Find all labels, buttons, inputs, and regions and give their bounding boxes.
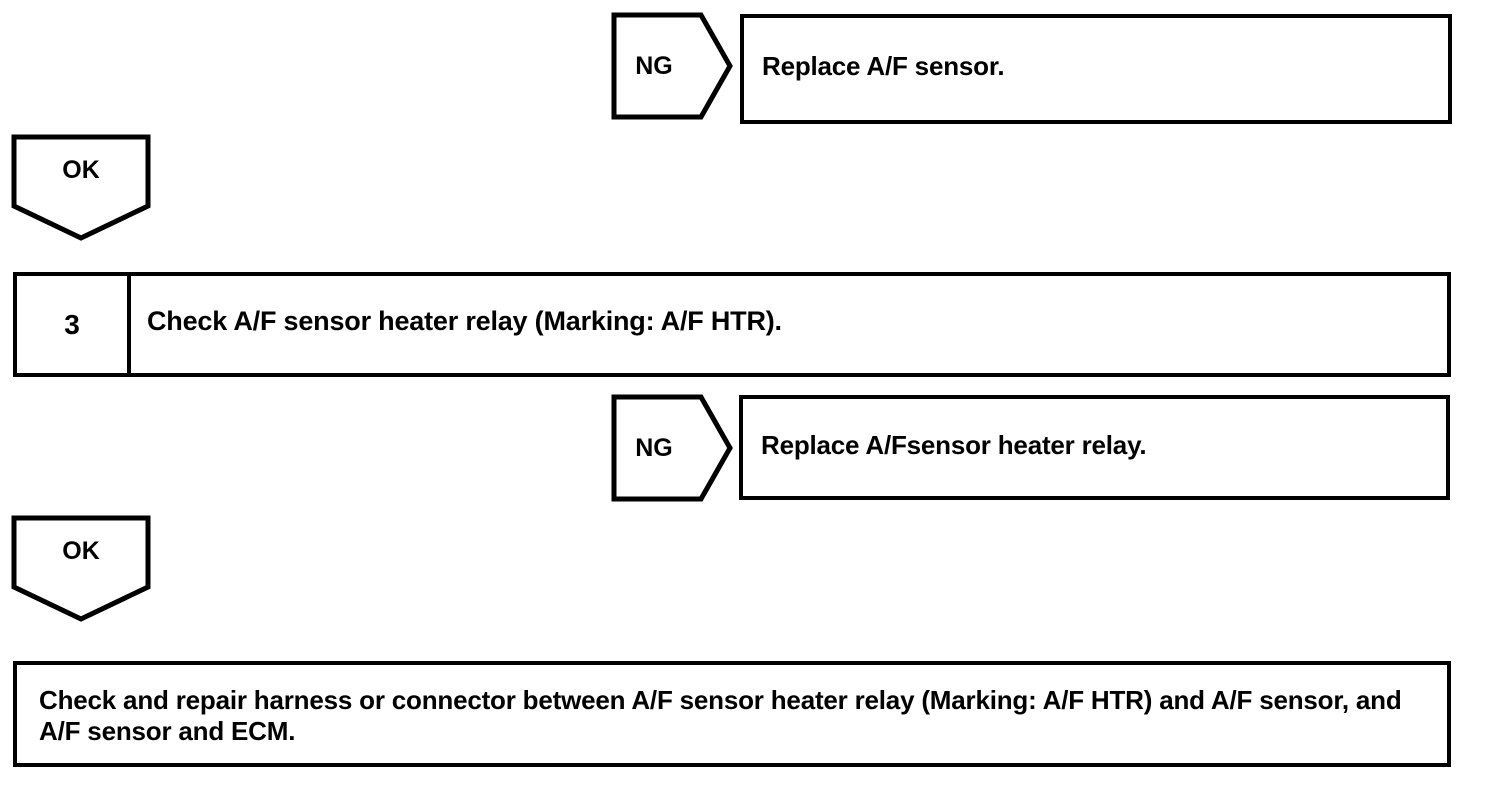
ok-pentagon-icon (11, 515, 151, 622)
ok-branch-arrow-1: OK (11, 134, 151, 242)
ng-pentagon-icon (611, 394, 733, 502)
step-3-text: Check A/F sensor heater relay (Marking: … (147, 306, 782, 336)
replace-relay-text: Replace A/Fsensor heater relay. (761, 430, 1147, 460)
final-action-box: Check and repair harness or connector be… (13, 661, 1451, 767)
step-3-number: 3 (64, 308, 80, 340)
step-3-box: 3 Check A/F sensor heater relay (Marking… (13, 272, 1451, 377)
ng-branch-arrow-2: NG (611, 394, 733, 502)
ok-branch-arrow-2: OK (11, 515, 151, 623)
ok-pentagon-icon (11, 134, 151, 241)
final-action-text: Check and repair harness or connector be… (39, 685, 1402, 746)
replace-relay-box: Replace A/Fsensor heater relay. (739, 395, 1450, 500)
ng-pentagon-icon (611, 12, 733, 120)
ng-branch-arrow-1: NG (611, 12, 733, 120)
replace-sensor-text: Replace A/F sensor. (762, 51, 1005, 81)
replace-sensor-box: Replace A/F sensor. (740, 14, 1452, 124)
step-3-divider (127, 276, 131, 373)
